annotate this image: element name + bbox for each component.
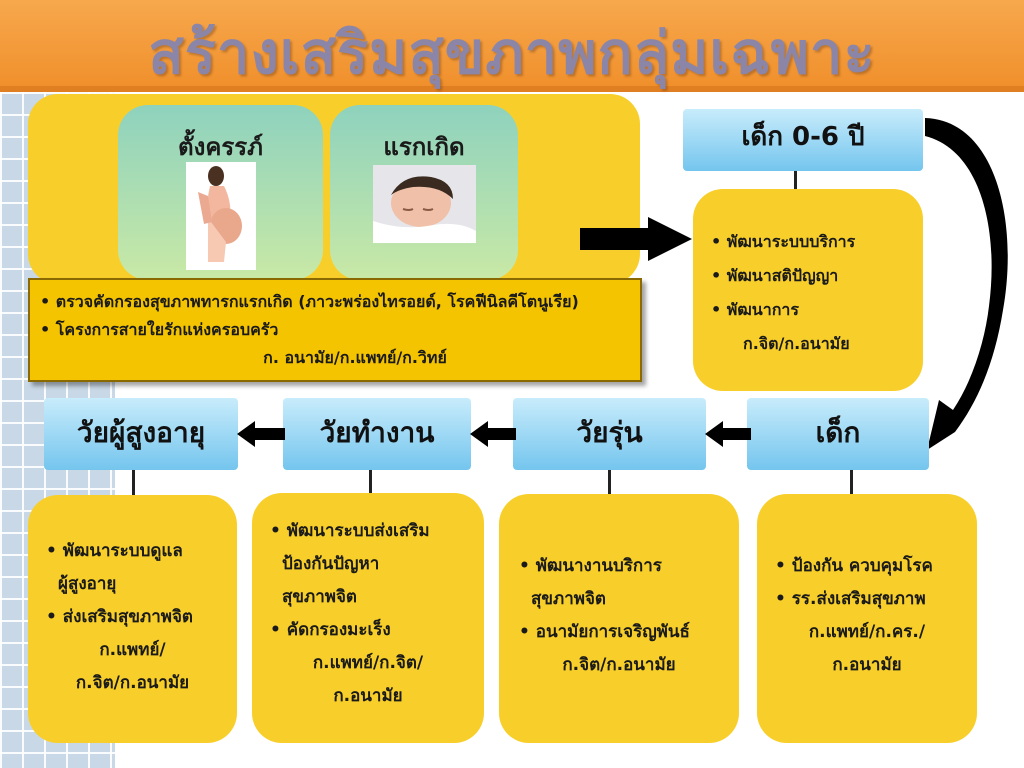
early-childhood-item: • พัฒนาการ bbox=[711, 300, 799, 319]
newborn-baby-photo bbox=[373, 165, 476, 243]
early-childhood-item: • พัฒนาระบบบริการ bbox=[711, 232, 856, 251]
right-arrow-icon bbox=[580, 217, 692, 261]
left-arrow-icon bbox=[470, 421, 516, 447]
working-age-header: วัยทำงาน bbox=[283, 398, 471, 470]
connector-line bbox=[850, 470, 853, 495]
title-bar bbox=[0, 0, 1024, 86]
pregnant-woman-photo bbox=[186, 162, 256, 270]
working-age-agencies: ก.แพทย์/ก.จิต/ bbox=[312, 653, 424, 673]
elderly-header: วัยผู้สูงอายุ bbox=[44, 398, 238, 470]
child-agencies: ก.แพทย์/ก.คร./ bbox=[808, 622, 926, 642]
elderly-item: ผู้สูงอายุ bbox=[58, 574, 117, 594]
working-age-agencies: ก.อนามัย bbox=[333, 686, 403, 706]
elderly-item: • ส่งเสริมสุขภาพจิต bbox=[46, 607, 193, 627]
early-childhood-header: เด็ก 0-6 ปี bbox=[683, 109, 923, 171]
teen-header: วัยรุ่น bbox=[513, 398, 706, 470]
newborn-screening-item: • ตรวจคัดกรองสุขภาพทารกแรกเกิด (ภาวะพร่อ… bbox=[40, 292, 579, 311]
left-arrow-icon bbox=[705, 421, 751, 447]
working-age-item: สุขภาพจิต bbox=[282, 587, 357, 607]
child-item: • รร.ส่งเสริมสุขภาพ bbox=[775, 589, 926, 609]
child-agencies: ก.อนามัย bbox=[832, 655, 902, 675]
teen-item: • อนามัยการเจริญพันธ์ bbox=[519, 622, 690, 642]
child-header: เด็ก bbox=[747, 398, 929, 470]
working-age-item: ป้องกันปัญหา bbox=[282, 554, 380, 574]
newborn-agencies: ก. อนามัย/ก.แพทย์/ก.วิทย์ bbox=[263, 348, 447, 367]
family-bond-project-item: • โครงการสายใยรักแห่งครอบครัว bbox=[40, 320, 279, 339]
teen-agencies: ก.จิต/ก.อนามัย bbox=[562, 655, 676, 675]
teen-box: • พัฒนางานบริการ สุขภาพจิต • อนามัยการเจ… bbox=[499, 494, 739, 743]
slide-title: สร้างเสริมสุขภาพกลุ่มเฉพาะ bbox=[148, 19, 876, 87]
child-box: • ป้องกัน ควบคุมโรค • รร.ส่งเสริมสุขภาพ … bbox=[757, 494, 977, 743]
early-childhood-item: • พัฒนาสติปัญญา bbox=[711, 266, 839, 285]
curved-down-arrow-icon bbox=[925, 118, 1008, 450]
title-underline bbox=[0, 86, 1024, 92]
connector-line bbox=[132, 470, 135, 495]
newborn-stage: แรกเกิด bbox=[330, 105, 518, 280]
connector-line bbox=[369, 470, 372, 495]
pregnancy-stage: ตั้งครรภ์ bbox=[118, 105, 323, 280]
left-arrow-icon bbox=[237, 421, 285, 447]
working-age-box: • พัฒนาระบบส่งเสริม ป้องกันปัญหา สุขภาพจ… bbox=[252, 493, 484, 743]
connector-line bbox=[794, 171, 797, 189]
early-childhood-agencies: ก.จิต/ก.อนามัย bbox=[743, 334, 850, 353]
early-childhood-box: • พัฒนาระบบบริการ • พัฒนาสติปัญญา • พัฒน… bbox=[693, 189, 923, 391]
connector-line bbox=[608, 470, 611, 495]
pregnancy-label: ตั้งครรภ์ bbox=[178, 133, 263, 161]
newborn-programs-box: • ตรวจคัดกรองสุขภาพทารกแรกเกิด (ภาวะพร่อ… bbox=[28, 278, 642, 382]
elderly-box: • พัฒนาระบบดูแล ผู้สูงอายุ • ส่งเสริมสุข… bbox=[28, 495, 237, 743]
child-item: • ป้องกัน ควบคุมโรค bbox=[775, 556, 933, 576]
teen-item: สุขภาพจิต bbox=[531, 589, 606, 609]
elderly-agencies: ก.จิต/ก.อนามัย bbox=[75, 673, 190, 693]
elderly-item: • พัฒนาระบบดูแล bbox=[46, 541, 183, 561]
working-age-item: • พัฒนาระบบส่งเสริม bbox=[270, 521, 430, 541]
working-age-item: • คัดกรองมะเร็ง bbox=[270, 620, 391, 640]
teen-item: • พัฒนางานบริการ bbox=[519, 556, 662, 576]
newborn-label: แรกเกิด bbox=[383, 133, 465, 161]
elderly-agencies: ก.แพทย์/ bbox=[99, 640, 166, 660]
